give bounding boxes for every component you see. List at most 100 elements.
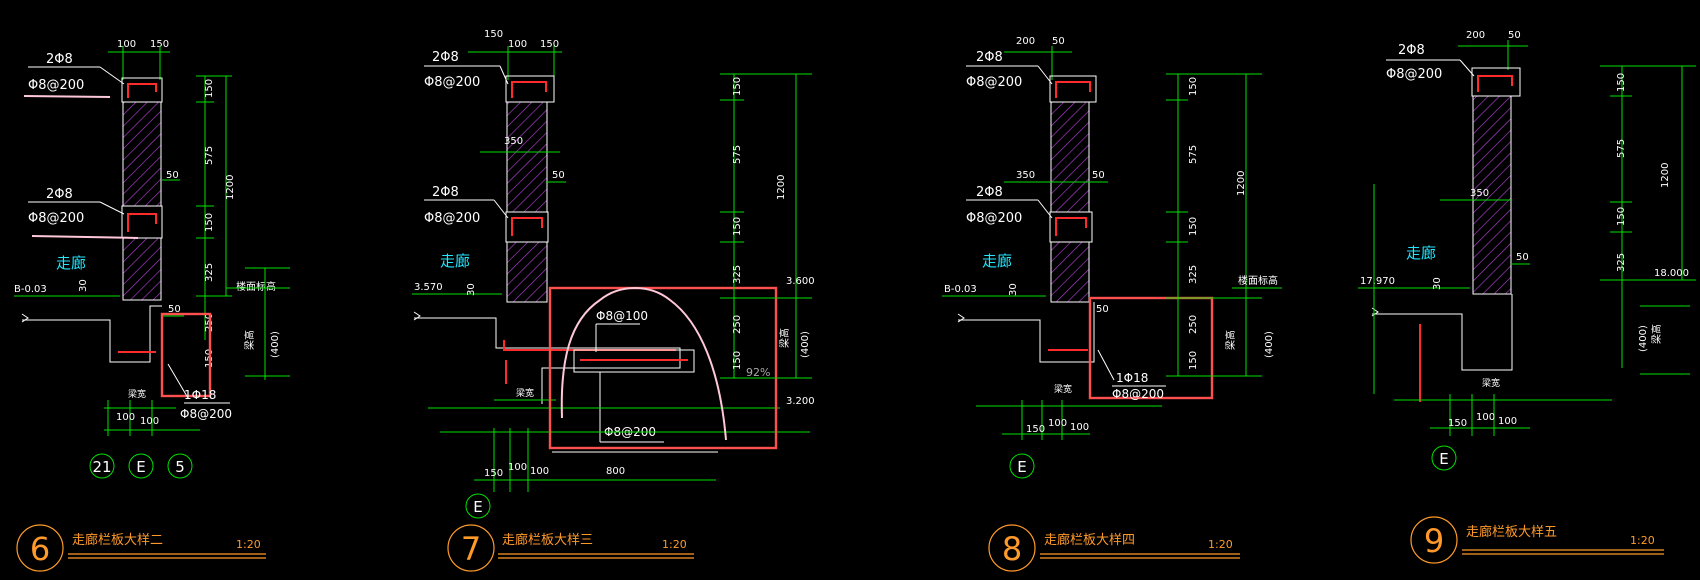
dim-text: 150: [1448, 418, 1467, 429]
masonry-wall: [506, 241, 548, 303]
bar-label: 1Φ18: [1116, 371, 1148, 385]
dim-text: 100: [117, 39, 136, 50]
rebar-cage: [127, 83, 157, 98]
slab-outline: [958, 302, 1095, 363]
dim-text: 150: [484, 29, 503, 40]
detail-scale: 1:20: [1630, 534, 1655, 547]
dim-text: 150: [1616, 73, 1627, 92]
dim-text: 100: [1070, 422, 1089, 433]
level-label: B-0.03: [14, 284, 47, 295]
detail-panel-9: 200 50 2Φ8 Φ8@200 350 50 走廊 17.970 30 15…: [1358, 30, 1696, 564]
dim-text: 150: [732, 351, 743, 370]
dim-text: 325: [204, 263, 215, 282]
rebar-cage: [511, 217, 543, 236]
dim-text: 50: [168, 304, 181, 315]
dim-text: 150: [732, 77, 743, 96]
masonry-wall: [1050, 101, 1090, 213]
dim-text: 1200: [1660, 163, 1671, 188]
height-label: 梁高: [778, 328, 791, 348]
detail-scale: 1:20: [236, 538, 261, 551]
stirrup-label: Φ8@100: [596, 309, 648, 323]
dim-text: 50: [1508, 30, 1521, 41]
rebar-label: 2Φ8: [432, 50, 459, 65]
masonry-wall: [1472, 95, 1512, 295]
break-mark: [21, 313, 29, 323]
level-label: B-0.03: [944, 284, 977, 295]
leader-line: [499, 65, 509, 85]
dim-text: 100: [1498, 416, 1517, 427]
axis-label: 21: [92, 458, 111, 476]
dim-text: 575: [204, 146, 215, 165]
bar-label: 1Φ18: [184, 388, 216, 402]
dim-text: 150: [150, 39, 169, 50]
axis-label: 5: [175, 458, 185, 476]
axis-bubble: [1009, 453, 1035, 479]
detail-title: 走廊栏板大样二: [72, 532, 163, 548]
axis-bubble: [465, 493, 491, 519]
level-label: 18.000: [1654, 268, 1689, 279]
dim-text: 575: [1188, 145, 1199, 164]
stirrup-label: Φ8@200: [424, 75, 480, 90]
room-label: 走廊: [1406, 244, 1436, 262]
dim-text: 250: [1188, 315, 1199, 334]
detail-title: 走廊栏板大样四: [1044, 532, 1135, 548]
dim-text: 50: [552, 170, 565, 181]
dim-text: 150: [1616, 207, 1627, 226]
dim-text: 100: [116, 412, 135, 423]
paren-dim: (400): [800, 331, 811, 358]
detail-number: 8: [1002, 530, 1022, 568]
dim-text: 50: [1052, 36, 1065, 47]
dim-text: 325: [1188, 265, 1199, 284]
break-mark: [1371, 307, 1379, 317]
level-label: 3.200: [786, 396, 815, 407]
markup-box: [1088, 296, 1214, 400]
percent-label: 92%: [746, 366, 770, 379]
detail-scale: 1:20: [1208, 538, 1233, 551]
stirrup-label: Φ8@200: [28, 211, 84, 226]
detail-number: 6: [30, 530, 50, 568]
rebar-label: 2Φ8: [46, 52, 73, 67]
axis-label: E: [1017, 458, 1026, 476]
height-label: 梁高: [1650, 324, 1663, 344]
dim-text: 150: [204, 79, 215, 98]
dim-text: 150: [204, 213, 215, 232]
dim-text: 100: [140, 416, 159, 427]
leader-line: [167, 363, 189, 399]
dim-text: 100: [508, 39, 527, 50]
dim-text: 575: [1616, 139, 1627, 158]
dim-text: 325: [1616, 253, 1627, 272]
detail-number-circle: [16, 524, 64, 572]
dim-text: 30: [78, 279, 89, 292]
detail-number-circle: [988, 524, 1036, 572]
rebar-label: 2Φ8: [976, 185, 1003, 200]
rebar-cage: [511, 81, 547, 98]
detail-panel-7: 150 100 150 2Φ8 Φ8@200 350 50 2Φ8 Φ8@200…: [412, 29, 815, 572]
axis-label: E: [136, 458, 145, 476]
dim-text: 200: [1466, 30, 1485, 41]
slab-outline: [414, 317, 681, 404]
rebar-cage: [127, 213, 157, 232]
cantilever-beam: [573, 349, 695, 373]
detail-number: 7: [461, 530, 481, 568]
slab-outline: [1372, 294, 1513, 371]
dim-text: 1200: [776, 175, 787, 200]
level-label: 3.570: [414, 282, 443, 293]
rebar-cage: [1477, 75, 1513, 92]
dim-text: 150: [1026, 424, 1045, 435]
stirrup-label: Φ8@200: [180, 407, 232, 421]
height-label: 梁高: [243, 330, 256, 350]
detail-number-circle: [1410, 516, 1458, 564]
markup-box: [160, 312, 212, 398]
dim-text: 50: [166, 170, 179, 181]
detail-number: 9: [1424, 522, 1444, 560]
break-mark: [413, 311, 421, 321]
floor-level-label: 楼面标高: [236, 280, 276, 293]
rebar-label: 2Φ8: [1398, 43, 1425, 58]
paren-dim: (400): [270, 331, 281, 358]
masonry-wall: [506, 101, 548, 213]
break-mark: [957, 313, 965, 323]
dim-text: 30: [466, 283, 477, 296]
dim-text: 100: [1476, 412, 1495, 423]
detail-scale: 1:20: [662, 538, 687, 551]
